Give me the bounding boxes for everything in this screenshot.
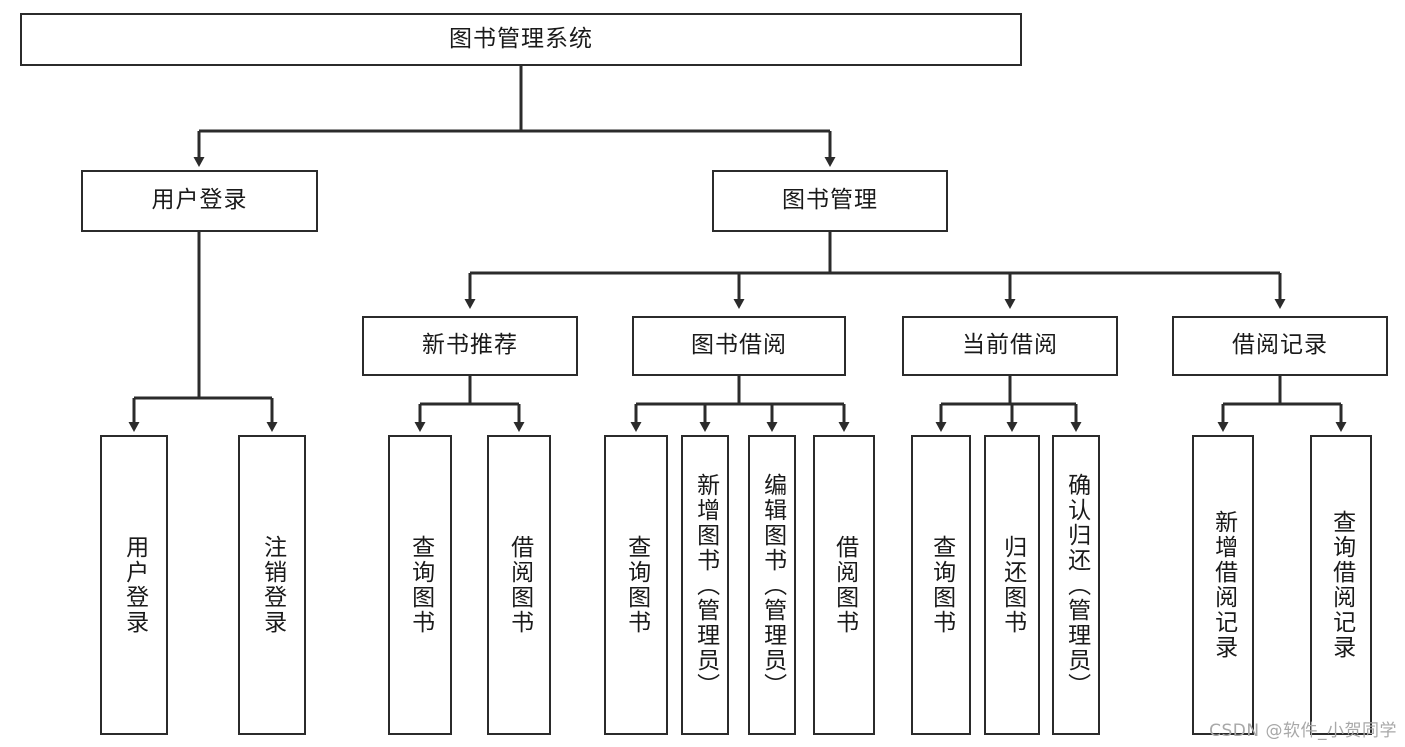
leaf-add-book-admin-label: 新增图书（管理员）: [692, 472, 719, 698]
node-borrow-records-label: 借阅记录: [1232, 332, 1328, 359]
node-book-management-label: 图书管理: [782, 187, 878, 214]
watermark-text: CSDN @软件_小贺同学: [1209, 721, 1397, 741]
leaf-return-book[interactable]: 归还图书: [984, 435, 1040, 735]
leaf-query-borrow-record-label: 查询借阅记录: [1328, 510, 1355, 660]
node-current-borrow[interactable]: 当前借阅: [902, 316, 1118, 376]
node-user-login-label: 用户登录: [151, 187, 248, 214]
leaf-confirm-return-admin-label: 确认归还（管理员）: [1063, 472, 1090, 698]
node-borrow-records[interactable]: 借阅记录: [1172, 316, 1388, 376]
node-new-book-recommend[interactable]: 新书推荐: [362, 316, 578, 376]
leaf-borrow-book[interactable]: 借阅图书: [813, 435, 875, 735]
leaf-user-logout[interactable]: 注销登录: [238, 435, 306, 735]
leaf-query-book-current-label: 查询图书: [928, 535, 955, 635]
leaf-borrow-book-recommend-label: 借阅图书: [506, 535, 533, 635]
node-user-login[interactable]: 用户登录: [81, 170, 318, 232]
node-root[interactable]: 图书管理系统: [20, 13, 1022, 66]
node-book-management[interactable]: 图书管理: [712, 170, 948, 232]
leaf-edit-book-admin[interactable]: 编辑图书（管理员）: [748, 435, 796, 735]
node-root-label: 图书管理系统: [449, 25, 593, 52]
node-book-borrow[interactable]: 图书借阅: [632, 316, 846, 376]
leaf-query-borrow-record[interactable]: 查询借阅记录: [1310, 435, 1372, 735]
leaf-add-borrow-record[interactable]: 新增借阅记录: [1192, 435, 1254, 735]
leaf-query-book-current[interactable]: 查询图书: [911, 435, 971, 735]
leaf-query-book-recommend[interactable]: 查询图书: [388, 435, 452, 735]
leaf-add-borrow-record-label: 新增借阅记录: [1210, 510, 1237, 660]
leaf-query-book-recommend-label: 查询图书: [407, 535, 434, 635]
leaf-query-book-borrow-label: 查询图书: [623, 535, 650, 635]
leaf-borrow-book-label: 借阅图书: [831, 535, 858, 635]
leaf-query-book-borrow[interactable]: 查询图书: [604, 435, 668, 735]
leaf-edit-book-admin-label: 编辑图书（管理员）: [759, 472, 786, 698]
leaf-user-logout-label: 注销登录: [259, 535, 286, 635]
node-new-book-recommend-label: 新书推荐: [422, 332, 518, 359]
leaf-add-book-admin[interactable]: 新增图书（管理员）: [681, 435, 729, 735]
node-book-borrow-label: 图书借阅: [691, 332, 787, 359]
leaf-borrow-book-recommend[interactable]: 借阅图书: [487, 435, 551, 735]
node-current-borrow-label: 当前借阅: [962, 332, 1058, 359]
leaf-user-login-label: 用户登录: [121, 535, 148, 635]
leaf-user-login[interactable]: 用户登录: [100, 435, 168, 735]
leaf-confirm-return-admin[interactable]: 确认归还（管理员）: [1052, 435, 1100, 735]
leaf-return-book-label: 归还图书: [999, 535, 1026, 635]
